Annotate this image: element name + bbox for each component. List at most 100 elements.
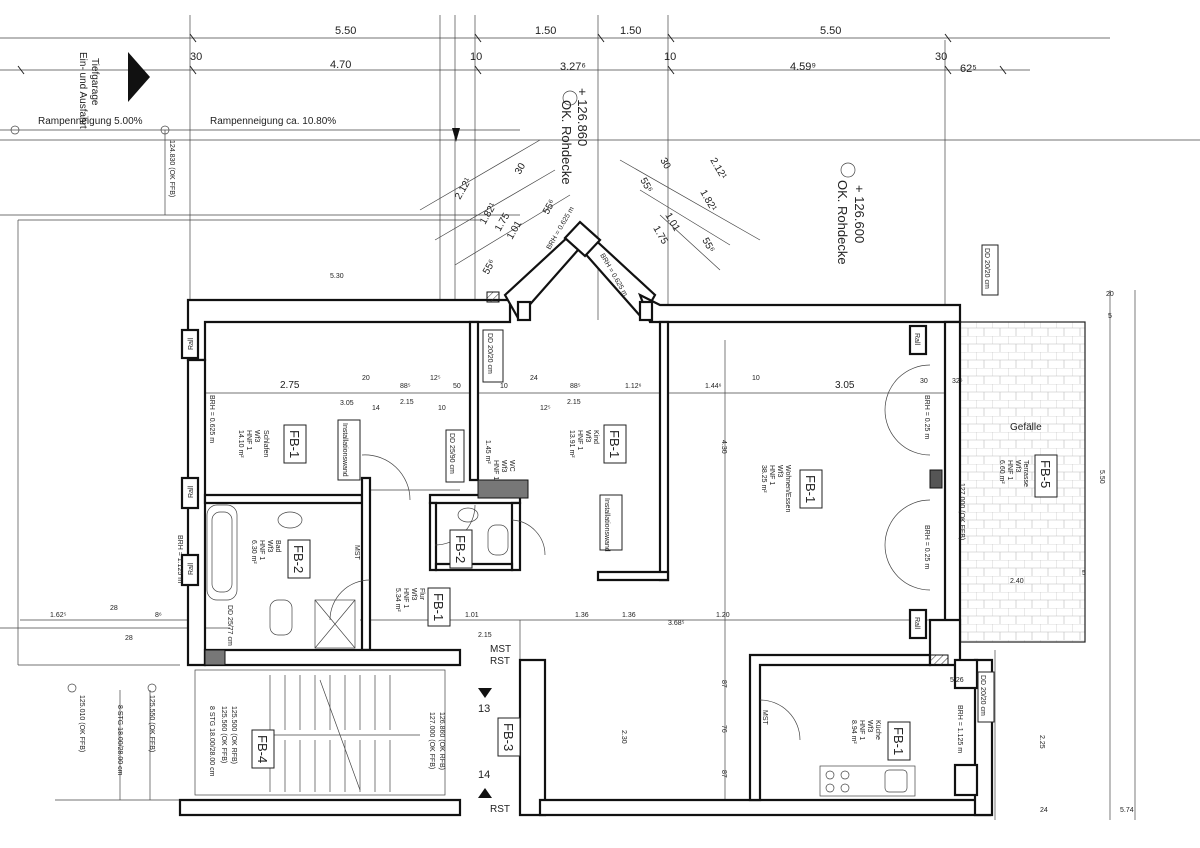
dim-label: 5.50 (820, 25, 841, 37)
room-name: Terrasse (1022, 460, 1029, 487)
dim-label: 30 (657, 156, 672, 172)
room-wc: FB-2 WC Wf3 HNF 1 1.45 m² (449, 440, 515, 569)
garage-label: Ein- und Ausfahrt (77, 52, 88, 129)
shower-icon (314, 599, 356, 649)
dim-label: 2.12¹ (707, 156, 728, 182)
step-number: 13 (478, 703, 490, 715)
dim-label: 88⁵ (570, 383, 581, 390)
room-tag: FB-4 (255, 735, 270, 763)
room-tag-box (251, 729, 275, 769)
room-w: Wf3 (266, 540, 273, 553)
dim-label: 55⁶ (637, 176, 654, 195)
room-name: Schlafen (262, 430, 269, 457)
room-h: HNF 1 (768, 465, 775, 485)
dim-label: 76 (720, 725, 727, 733)
room-bad: FB-2 Bad Wf3 HNF 1 6.30 m² (250, 539, 311, 579)
room-tag-box (287, 539, 311, 579)
dim-label: 24 (530, 375, 538, 382)
marker-icon (10, 125, 20, 135)
room-area: 1.45 m² (484, 440, 491, 464)
level-markers: + 126.860 OK. Rohdecke + 126.600 OK. Roh… (559, 88, 867, 265)
level-marker-icon (562, 90, 578, 106)
room-tag: FB-1 (287, 430, 302, 458)
dim-label: 55⁶ (481, 258, 498, 277)
dim-label: 30 (190, 51, 202, 63)
room-kind: FB-1 Kind Wf3 HNF 1 13.91 m² (568, 424, 627, 464)
dim-label: 5.26 (950, 677, 964, 684)
rall-label: Rall (913, 333, 920, 346)
level-label: 126.860 (OK RFB) (438, 712, 445, 770)
room-w: Wf3 (253, 430, 260, 443)
room-area: 14.10 m² (237, 430, 244, 458)
window-frame (180, 328, 200, 360)
dim-label: 55⁶ (541, 198, 558, 217)
room-name: WC (508, 460, 515, 472)
dim-label: 2.25 (1038, 735, 1045, 749)
room-terrasse: FB-5 Terrasse Wf3 HNF 1 6.60 m² (998, 454, 1058, 498)
level-sub: OK. Rohdecke (835, 180, 850, 265)
level-label: 127.000 (OK FFB) (428, 712, 435, 769)
room-tag: FB-1 (891, 727, 906, 755)
dim-label: 1.36 (622, 612, 636, 619)
inner-dimensions: 2.75 20 88⁵ 12⁵ 50 10 24 88⁵ 1.12⁶ 1.44⁶… (50, 291, 1134, 814)
room-tag: FB-1 (431, 593, 446, 621)
columns (204, 291, 949, 666)
room-w: Wf3 (410, 588, 417, 601)
room-wohnen: FB-1 Wohnen/Essen Wf3 HNF 1 38.25 m² (760, 465, 823, 512)
dim-label: 30 (920, 378, 928, 385)
room-tag-box (449, 529, 473, 569)
window-frame (908, 324, 928, 356)
room-area: 6.60 m² (998, 460, 1005, 484)
room-h: HNF 1 (576, 430, 583, 450)
dim-label: 30 (935, 51, 947, 63)
dim-label: 2.15 (478, 632, 492, 639)
room-schlafen: FB-1 Schlafen Wf3 HNF 1 14.10 m² (237, 424, 307, 464)
rall-label: Rall (188, 562, 195, 575)
kitchen-sink-icon (884, 769, 908, 793)
dim-label: 62⁵ (960, 63, 977, 75)
arrow-up-icon (478, 788, 492, 798)
ramp-label: Rampenneigung 5.00% (38, 116, 143, 127)
level-label: 124.830 (OK FFB) (168, 140, 175, 197)
room-w: Wf3 (584, 430, 591, 443)
dim-label: 28 (110, 605, 118, 612)
rst-label: RST (490, 656, 510, 667)
dim-label: 2.30 (620, 730, 627, 744)
room-h: HNF 1 (492, 460, 499, 480)
room-tag: FB-3 (501, 723, 516, 751)
room-tag-box (427, 587, 451, 627)
marker-icon (160, 125, 170, 135)
dim-label: 2.15 (567, 399, 581, 406)
staircase: 13 14 MST RST RST 127.000 (OK FFB) 126.8… (67, 644, 511, 815)
inst-label: Installationswand (603, 498, 610, 552)
stove-burner-icon (825, 770, 835, 780)
dim-label: 10 (752, 375, 760, 382)
dim-label: 4.30 (720, 440, 727, 454)
dim-label: 3.05 (835, 380, 855, 391)
room-tag-box (283, 424, 307, 464)
brh-label: BRH = 1.125 m (176, 535, 183, 583)
room-h: HNF 1 (402, 588, 409, 608)
room-area: 6.30 m² (250, 540, 257, 564)
room-area: 13.91 m² (568, 430, 575, 458)
ramp-label: Rampenneigung ca. 10.80% (210, 116, 336, 127)
dim-label: 12⁵ (540, 405, 551, 412)
dim-label: 5.74 (1120, 807, 1134, 814)
dim-label: 20 (362, 375, 370, 382)
dim-label: 1.50 (535, 25, 556, 37)
dim-label: 1.82¹ (697, 188, 718, 214)
dim-label: 32⁶ (952, 378, 963, 385)
bathtub-icon (206, 504, 238, 601)
dim-label: 1.62⁵ (50, 612, 67, 619)
dim-label: 5.30 (330, 273, 344, 280)
stove-burner-icon (825, 783, 835, 793)
room-tag: FB-1 (607, 430, 622, 458)
dd-label: DD 20/20 cm (486, 333, 493, 374)
toilet-icon (487, 524, 509, 556)
room-tag: FB-2 (453, 535, 468, 563)
mst-label: MST (353, 545, 360, 561)
window-frame (180, 553, 200, 587)
dim-label: 5.50 (1098, 470, 1105, 484)
room-tag: FB-5 (1038, 460, 1053, 488)
rall-label: Rall (188, 485, 195, 498)
